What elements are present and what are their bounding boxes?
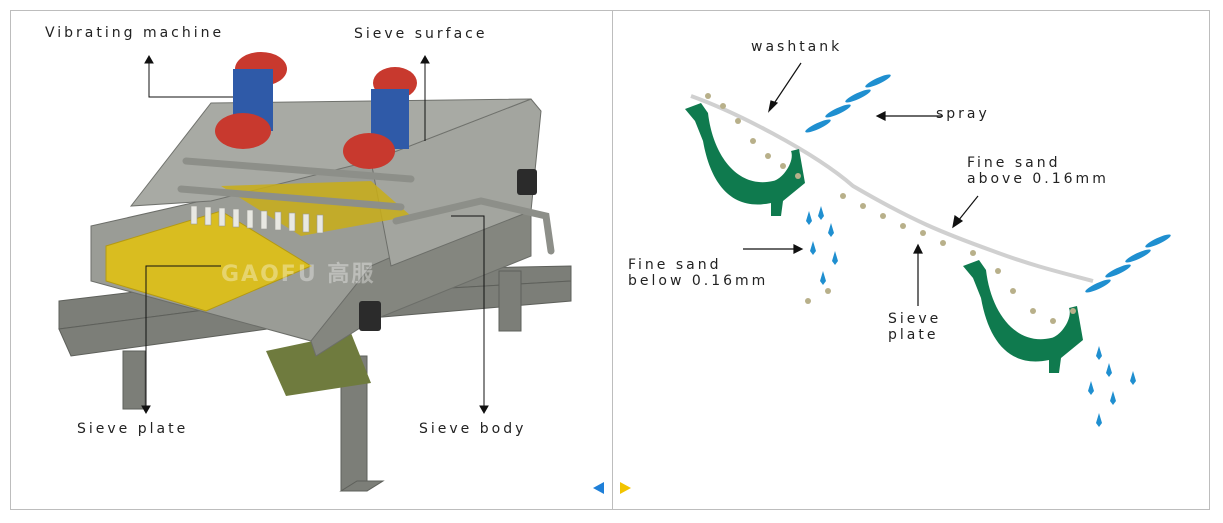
triangle-left-icon[interactable] (593, 482, 604, 494)
spray-pipes (177, 157, 555, 255)
vibrating-motor-right (343, 67, 417, 169)
label-washtank: washtank (751, 39, 843, 55)
spray-streaks (805, 74, 1171, 293)
springs (359, 169, 537, 331)
process-panel: washtank spray Fine sand above 0.16mm Fi… (613, 11, 1209, 509)
nozzle-row (190, 205, 324, 234)
sand-particles (705, 93, 1076, 324)
label-vibrating-machine: Vibrating machine (45, 25, 225, 41)
label-spray: spray (936, 106, 990, 122)
process-arrows (743, 62, 979, 306)
label-sieve-surface: Sieve surface (354, 26, 488, 42)
sieve-mesh (105, 210, 313, 312)
vibrating-motor-left (215, 52, 287, 149)
label-sieve-plate: Sieve plate (77, 421, 189, 437)
watermark-text: GAOFU 高服 (221, 261, 375, 287)
base-plate (266, 333, 371, 396)
machine-panel: GAOFU 高服 Vibrating machine Sieve surface… (11, 11, 611, 509)
process-diagram (685, 62, 1171, 427)
sieve-plate-line (690, 94, 1094, 283)
machine-leaders (141, 54, 489, 415)
label-sieve-plate-right: Sieve plate (888, 311, 942, 343)
washtank-left (685, 103, 805, 216)
washtank-right (963, 260, 1083, 373)
machine-illustration: GAOFU 高服 (58, 52, 572, 492)
label-fine-sand-below: Fine sand below 0.16mm (628, 257, 769, 289)
triangle-right-icon[interactable] (620, 482, 631, 494)
label-sieve-body: Sieve body (419, 421, 527, 437)
label-fine-sand-above: Fine sand above 0.16mm (967, 155, 1109, 187)
panel-divider (612, 10, 613, 510)
water-drops (806, 206, 1136, 427)
